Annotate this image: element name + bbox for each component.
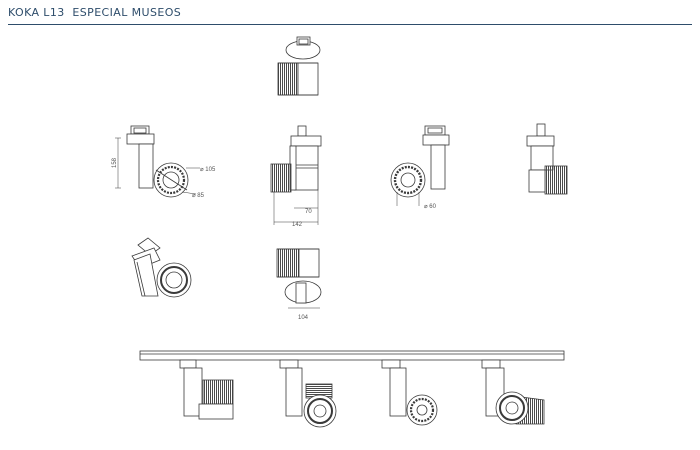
dim-depth: 70 [305, 209, 312, 215]
page-title: KOKA L13 ESPECIAL MUSEOS [8, 6, 182, 19]
side-view-left [115, 125, 200, 198]
track-spot-1 [179, 359, 234, 420]
track-spot-3 [381, 359, 438, 426]
front-view [270, 125, 322, 225]
rear-view [390, 125, 450, 206]
bottom-view [276, 248, 322, 309]
side-view-right [526, 123, 568, 195]
track-spot-2 [279, 359, 337, 428]
dim-height: 158 [112, 157, 118, 168]
dim-width-top: 104 [298, 315, 309, 321]
track-spot-4 [481, 359, 545, 425]
top-view [277, 36, 321, 96]
dim-length: 142 [292, 222, 303, 228]
header-bar: KOKA L13 ESPECIAL MUSEOS [8, 6, 692, 25]
perspective-view [131, 237, 192, 298]
track-rail [139, 350, 565, 361]
dim-diameter-front: ⌀ 60 [424, 204, 437, 210]
dim-diameter-large: ⌀ 105 [200, 167, 216, 173]
dim-diameter-small: ⌀ 85 [192, 193, 205, 199]
